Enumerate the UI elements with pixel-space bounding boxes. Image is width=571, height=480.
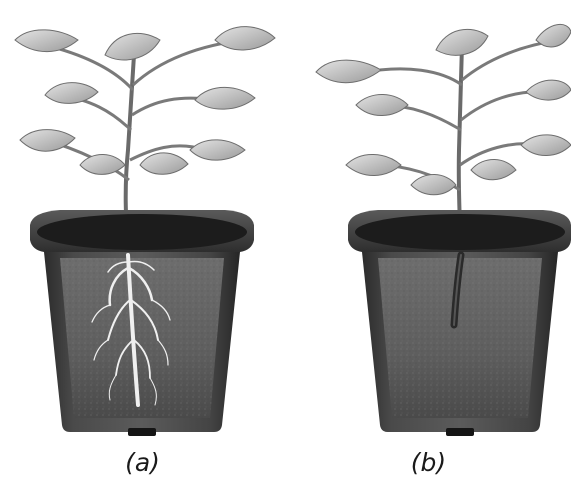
figure-caption-a: (a) bbox=[0, 448, 285, 477]
figure-b: (b) bbox=[286, 0, 571, 480]
potted-plant-with-roots-illustration bbox=[0, 0, 285, 440]
figure-a: (a) bbox=[0, 0, 285, 480]
potted-plant-with-single-root-illustration bbox=[286, 0, 571, 440]
figure-caption-b: (b) bbox=[286, 448, 571, 477]
